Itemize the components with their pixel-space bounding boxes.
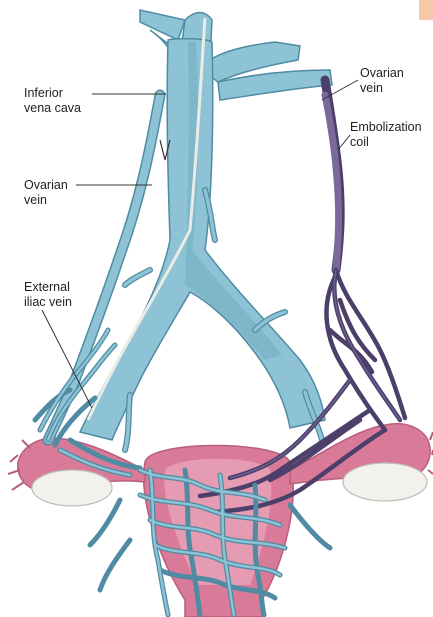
label-ovarian-vein-right: Ovarian vein bbox=[24, 178, 68, 208]
label-line: Embolization bbox=[350, 120, 422, 135]
label-line: vein bbox=[24, 193, 68, 208]
label-external-iliac-vein: External iliac vein bbox=[24, 280, 72, 310]
label-line: Inferior bbox=[24, 86, 81, 101]
ovary-left bbox=[32, 470, 112, 506]
label-embolization-coil: Embolization coil bbox=[350, 120, 422, 150]
uterus bbox=[144, 446, 293, 617]
leader-coil bbox=[338, 135, 350, 150]
label-line: Ovarian bbox=[24, 178, 68, 193]
label-line: vena cava bbox=[24, 101, 81, 116]
label-line: iliac vein bbox=[24, 295, 72, 310]
label-ovarian-vein-left: Ovarian vein bbox=[360, 66, 404, 96]
label-line: vein bbox=[360, 81, 404, 96]
label-line: External bbox=[24, 280, 72, 295]
inferior-vena-cava bbox=[80, 10, 332, 440]
label-line: Ovarian bbox=[360, 66, 404, 81]
ovary-right bbox=[343, 463, 427, 501]
label-line: coil bbox=[350, 135, 422, 150]
label-inferior-vena-cava: Inferior vena cava bbox=[24, 86, 81, 116]
embolization-coil-shape bbox=[325, 95, 339, 270]
